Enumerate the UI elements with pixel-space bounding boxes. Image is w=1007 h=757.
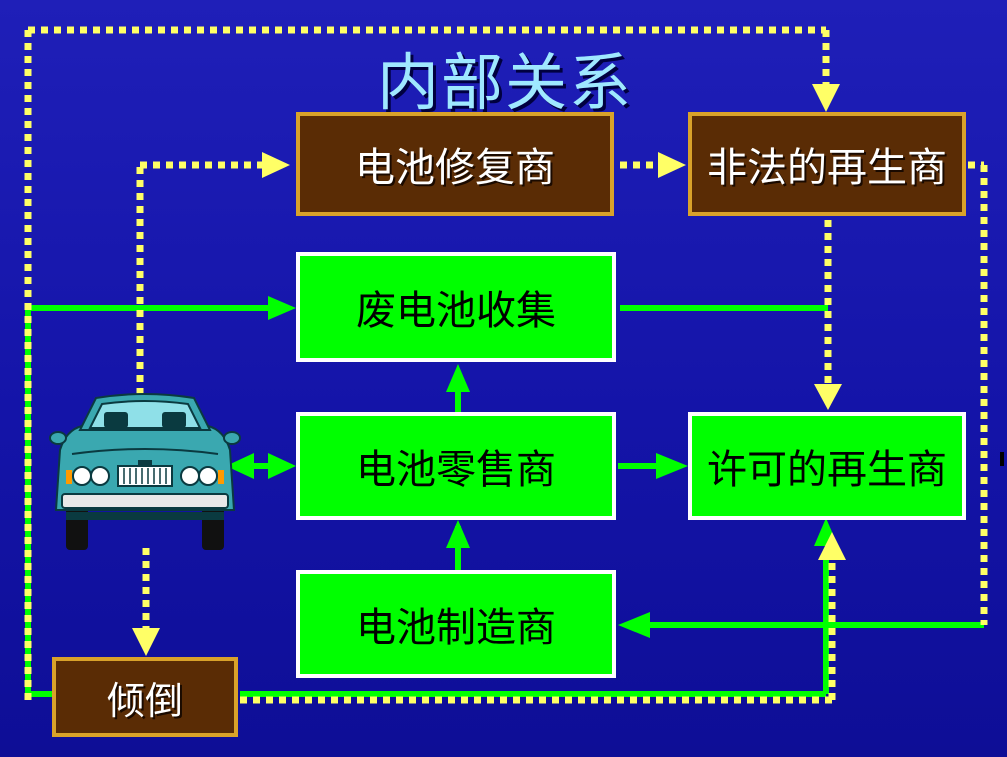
illegal-flows bbox=[24, 26, 988, 704]
car-icon bbox=[49, 393, 241, 550]
node-waste-battery-collection: 废电池收集 bbox=[296, 252, 616, 362]
illegal-flow-arrowheads bbox=[132, 84, 846, 656]
node-licensed-recycler: 许可的再生商 bbox=[688, 412, 966, 520]
page-title: 内部关系 bbox=[376, 46, 633, 119]
node-dumping: 倾倒 bbox=[52, 657, 238, 737]
node-battery-retailer: 电池零售商 bbox=[296, 412, 616, 520]
legal-flow-arrowheads bbox=[226, 296, 838, 638]
node-battery-repairer: 电池修复商 bbox=[296, 112, 614, 216]
node-battery-manufacturer: 电池制造商 bbox=[296, 570, 616, 678]
node-illegal-recycler: 非法的再生商 bbox=[688, 112, 966, 216]
edge-mark bbox=[1000, 452, 1004, 466]
